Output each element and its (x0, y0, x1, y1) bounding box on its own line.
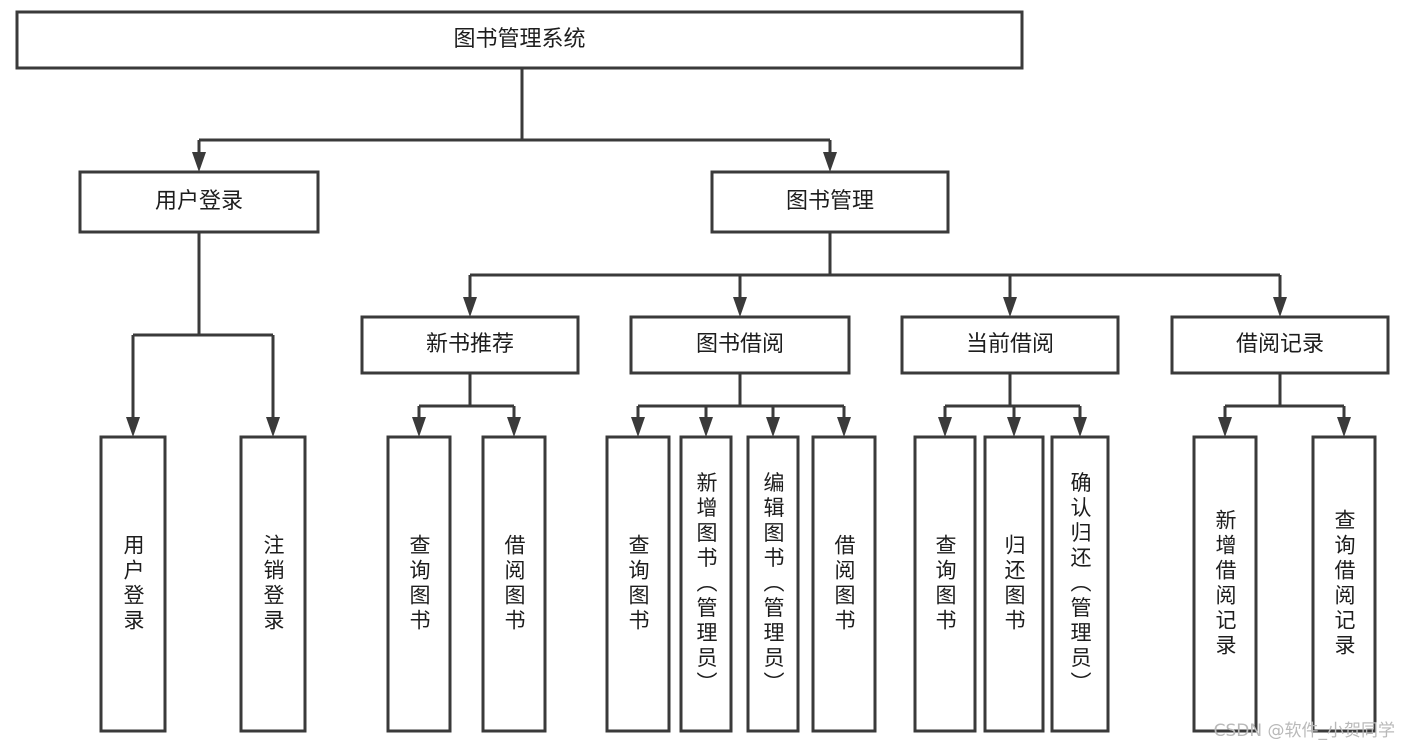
arrow-head-icon (1073, 417, 1087, 437)
node-label: 新增借阅记录 (1213, 509, 1237, 659)
arrow-head-icon (192, 152, 206, 172)
arrow-head-icon (1003, 297, 1017, 317)
node-leaf-query-record[interactable]: 查询借阅记录 (1311, 435, 1377, 733)
node-leaf-return-book[interactable]: 归还图书 (983, 435, 1045, 733)
node-label: 借阅图书 (832, 534, 856, 634)
node-new-book-recommend[interactable]: 新书推荐 (360, 315, 580, 375)
node-label: 编辑图书（管理员） (761, 472, 785, 697)
arrow-head-icon (837, 417, 851, 437)
arrow-head-icon (938, 417, 952, 437)
node-label: 图书管理系统 (453, 27, 585, 52)
node-leaf-add-record[interactable]: 新增借阅记录 (1192, 435, 1258, 733)
node-label: 新增图书（管理员） (694, 472, 718, 697)
node-label: 查询借阅记录 (1332, 509, 1356, 659)
node-current-borrow[interactable]: 当前借阅 (900, 315, 1120, 375)
arrow-head-icon (823, 152, 837, 172)
arrow-head-icon (1337, 417, 1351, 437)
arrow-head-icon (266, 417, 280, 437)
node-label: 当前借阅 (966, 332, 1054, 357)
node-leaf-query-book-2[interactable]: 查询图书 (605, 435, 671, 733)
node-label: 查询图书 (626, 534, 650, 634)
node-leaf-confirm-return[interactable]: 确认归还（管理员） (1050, 435, 1110, 733)
node-leaf-query-book-3[interactable]: 查询图书 (913, 435, 977, 733)
node-leaf-user-logout[interactable]: 注销登录 (239, 435, 307, 733)
node-label: 归还图书 (1002, 534, 1026, 634)
connector-layer (126, 68, 1351, 437)
arrow-head-icon (507, 417, 521, 437)
arrow-head-icon (699, 417, 713, 437)
node-label: 图书管理 (786, 189, 874, 214)
node-leaf-borrow-book-1[interactable]: 借阅图书 (481, 435, 547, 733)
arrow-head-icon (1218, 417, 1232, 437)
node-leaf-query-book-1[interactable]: 查询图书 (386, 435, 452, 733)
node-leaf-add-book[interactable]: 新增图书（管理员） (679, 435, 733, 733)
node-label: 图书借阅 (696, 332, 784, 357)
arrow-head-icon (463, 297, 477, 317)
arrow-head-icon (1273, 297, 1287, 317)
node-layer: 图书管理系统用户登录图书管理新书推荐图书借阅当前借阅借阅记录用户登录注销登录查询… (15, 10, 1390, 733)
arrow-head-icon (1007, 417, 1021, 437)
node-label: 查询图书 (407, 534, 431, 634)
node-label: 用户登录 (121, 534, 145, 634)
node-leaf-borrow-book-2[interactable]: 借阅图书 (811, 435, 877, 733)
node-book-manage[interactable]: 图书管理 (710, 170, 950, 234)
node-label: 新书推荐 (426, 332, 514, 357)
node-label: 借阅记录 (1236, 332, 1324, 357)
node-label: 查询图书 (933, 534, 957, 634)
arrow-head-icon (126, 417, 140, 437)
node-label: 用户登录 (155, 189, 243, 214)
node-label: 确认归还（管理员） (1068, 472, 1092, 697)
arrow-head-icon (766, 417, 780, 437)
node-label: 借阅图书 (502, 534, 526, 634)
arrow-head-icon (631, 417, 645, 437)
node-borrow-record[interactable]: 借阅记录 (1170, 315, 1390, 375)
node-book-borrow[interactable]: 图书借阅 (629, 315, 851, 375)
node-leaf-user-login[interactable]: 用户登录 (99, 435, 167, 733)
node-root[interactable]: 图书管理系统 (15, 10, 1024, 70)
arrow-head-icon (733, 297, 747, 317)
arrow-head-icon (412, 417, 426, 437)
node-label: 注销登录 (261, 534, 285, 634)
node-leaf-edit-book[interactable]: 编辑图书（管理员） (746, 435, 800, 733)
node-user-login[interactable]: 用户登录 (78, 170, 320, 234)
